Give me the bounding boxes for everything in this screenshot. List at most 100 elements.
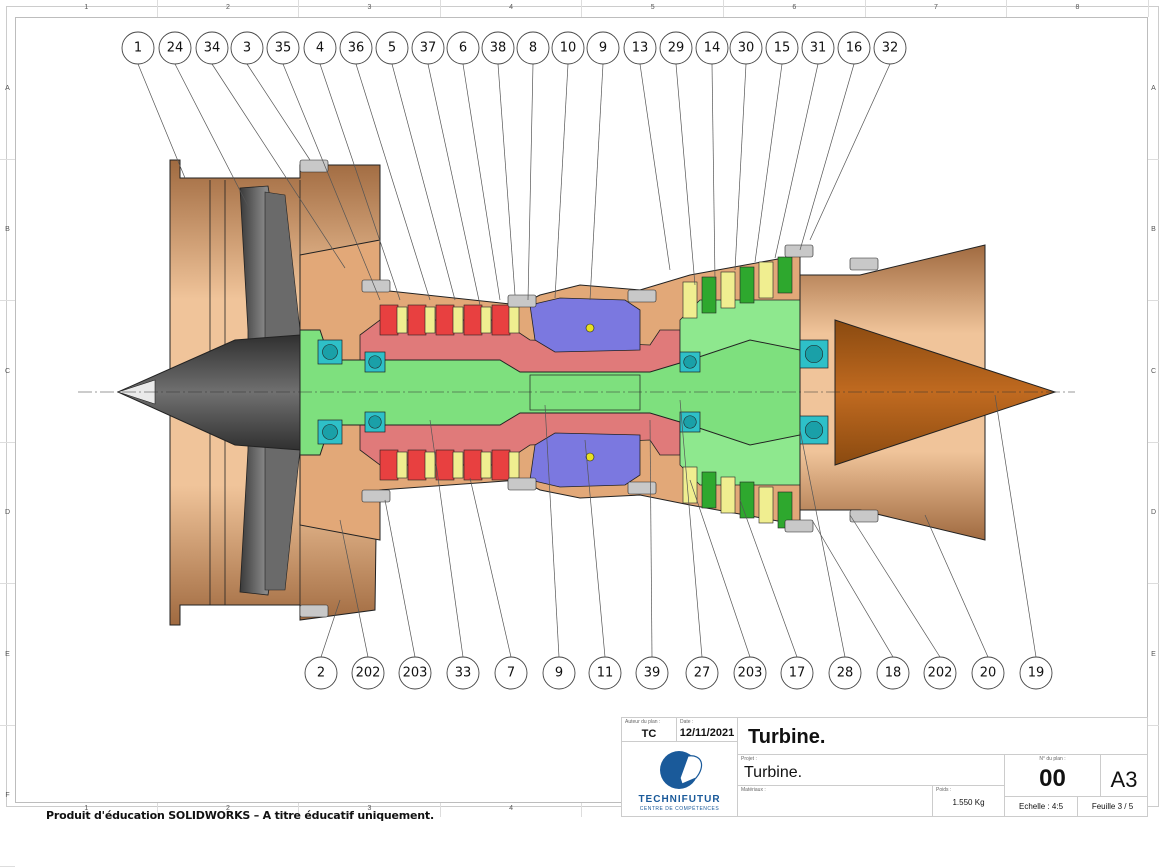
balloon-6: 6 <box>447 32 479 64</box>
balloon-203: 203 <box>399 657 431 689</box>
stator-vane <box>509 307 519 333</box>
balloon-number: 2 <box>317 666 325 681</box>
balloon-28: 28 <box>829 657 861 689</box>
logo-name: TECHNIFUTUR <box>622 794 737 805</box>
balloon-number: 33 <box>455 666 472 681</box>
balloon-number: 36 <box>348 41 365 56</box>
compressor-blade <box>408 450 426 480</box>
balloon-number: 39 <box>644 666 661 681</box>
balloon-37: 37 <box>412 32 444 64</box>
bearing-ball <box>805 421 823 439</box>
weight-label: Poids : <box>936 787 951 793</box>
balloon-20: 20 <box>972 657 1004 689</box>
balloon-1: 1 <box>122 32 154 64</box>
balloon-number: 19 <box>1028 666 1045 681</box>
compressor-blade <box>436 450 454 480</box>
author-value: TC <box>622 728 676 740</box>
leader-line <box>735 64 746 270</box>
stator-vane <box>509 452 519 478</box>
compressor-blade <box>492 450 510 480</box>
balloon-number: 34 <box>204 41 221 56</box>
balloon-number: 15 <box>774 41 791 56</box>
compressor-blade <box>464 305 482 335</box>
compressor-blade <box>464 450 482 480</box>
bearing-ball <box>323 345 338 360</box>
balloon-number: 13 <box>632 41 649 56</box>
bearing-ball <box>369 356 382 369</box>
bolt <box>508 295 536 307</box>
balloon-24: 24 <box>159 32 191 64</box>
leader-line <box>138 64 185 178</box>
balloon-19: 19 <box>1020 657 1052 689</box>
balloon-9: 9 <box>543 657 575 689</box>
bolt <box>300 605 328 617</box>
leader-line <box>555 64 568 298</box>
leader-line <box>810 64 890 240</box>
balloon-203: 203 <box>734 657 766 689</box>
turbine-blade <box>778 257 792 293</box>
balloon-number: 14 <box>704 41 721 56</box>
balloon-number: 8 <box>529 41 537 56</box>
plan-number-cell: N° du plan : 00 <box>1004 754 1101 797</box>
bearing-ball <box>684 416 697 429</box>
balloon-33: 33 <box>447 657 479 689</box>
balloon-number: 3 <box>243 41 251 56</box>
plan-number-value: 00 <box>1005 765 1100 793</box>
balloon-number: 5 <box>388 41 396 56</box>
balloon-4: 4 <box>304 32 336 64</box>
balloon-11: 11 <box>589 657 621 689</box>
balloon-number: 37 <box>420 41 437 56</box>
compressor-blade <box>380 450 398 480</box>
balloon-35: 35 <box>267 32 299 64</box>
balloon-16: 16 <box>838 32 870 64</box>
logo-subtitle: CENTRE DE COMPÉTENCES <box>622 806 737 812</box>
date-value: 12/11/2021 <box>677 727 737 739</box>
bolt <box>628 482 656 494</box>
format-value: A3 <box>1101 767 1147 793</box>
compressor-blade <box>380 305 398 335</box>
balloon-5: 5 <box>376 32 408 64</box>
technifutur-logo-icon <box>652 748 712 792</box>
balloon-number: 29 <box>668 41 685 56</box>
stator-vane <box>453 452 463 478</box>
balloon-number: 16 <box>846 41 863 56</box>
turbine-stator <box>759 487 773 523</box>
compressor-blade <box>436 305 454 335</box>
leader-line <box>812 520 893 657</box>
balloon-number: 9 <box>599 41 607 56</box>
balloon-number: 38 <box>490 41 507 56</box>
leader-line <box>247 64 310 160</box>
bearing-ball <box>805 345 823 363</box>
leader-line <box>676 64 695 285</box>
bolt <box>300 160 328 172</box>
balloon-number: 4 <box>316 41 324 56</box>
balloon-number: 32 <box>882 41 899 56</box>
balloon-number: 27 <box>694 666 711 681</box>
leader-line <box>528 64 533 300</box>
leader-line <box>392 64 455 300</box>
sheet-cell: Feuille 3 / 5 <box>1077 796 1148 817</box>
leader-line <box>463 64 500 300</box>
plan-number-label: N° du plan : <box>1005 756 1100 762</box>
bolt <box>850 258 878 270</box>
format-cell: A3 <box>1100 754 1148 797</box>
balloon-number: 203 <box>403 666 428 681</box>
stator-vane <box>397 452 407 478</box>
balloon-8: 8 <box>517 32 549 64</box>
balloon-7: 7 <box>495 657 527 689</box>
balloon-39: 39 <box>636 657 668 689</box>
balloon-number: 30 <box>738 41 755 56</box>
leader-line <box>850 515 940 657</box>
balloon-number: 10 <box>560 41 577 56</box>
nose-cone <box>118 335 300 450</box>
bearing-ball <box>323 425 338 440</box>
bolt <box>628 290 656 302</box>
balloon-36: 36 <box>340 32 372 64</box>
stator-vane <box>481 307 491 333</box>
bolt <box>508 478 536 490</box>
turbine-stator <box>683 467 697 503</box>
balloon-number: 18 <box>885 666 902 681</box>
exhaust-nozzle <box>800 245 1055 540</box>
date-cell: Date : 12/11/2021 <box>676 717 738 742</box>
bolt <box>785 520 813 532</box>
